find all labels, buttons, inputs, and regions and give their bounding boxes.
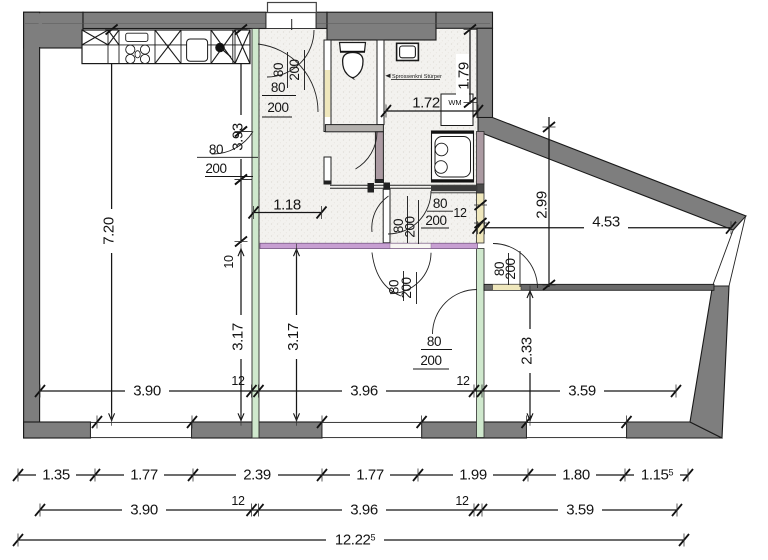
svg-text:12: 12 [453, 206, 467, 220]
svg-text:2.33: 2.33 [519, 337, 536, 365]
svg-text:200: 200 [503, 258, 518, 279]
svg-text:Sprossenkni Stürper: Sprossenkni Stürper [392, 74, 442, 80]
svg-text:200: 200 [267, 100, 288, 115]
svg-text:2.99: 2.99 [534, 191, 551, 219]
svg-text:200: 200 [403, 216, 418, 237]
svg-text:200: 200 [425, 213, 446, 228]
svg-text:4.53: 4.53 [592, 214, 620, 231]
svg-text:80: 80 [391, 219, 406, 233]
svg-text:1.18: 1.18 [273, 197, 301, 214]
svg-text:3.96: 3.96 [350, 383, 378, 400]
svg-text:12: 12 [456, 374, 470, 388]
svg-text:12: 12 [455, 494, 469, 508]
svg-text:200: 200 [399, 277, 414, 298]
svg-text:10: 10 [222, 255, 236, 269]
svg-text:1.77: 1.77 [356, 467, 384, 484]
svg-text:3.59: 3.59 [566, 502, 594, 519]
svg-text:12: 12 [231, 494, 245, 508]
svg-text:12.225: 12.225 [335, 532, 376, 549]
svg-text:3.90: 3.90 [130, 502, 158, 519]
svg-text:1.99: 1.99 [459, 467, 487, 484]
svg-text:1.77: 1.77 [130, 467, 158, 484]
svg-text:12: 12 [231, 374, 245, 388]
svg-text:1.79: 1.79 [456, 62, 473, 90]
svg-text:3.96: 3.96 [350, 502, 378, 519]
svg-text:3.17: 3.17 [285, 323, 302, 351]
svg-text:1.80: 1.80 [562, 467, 590, 484]
svg-text:80: 80 [433, 196, 447, 211]
svg-text:80: 80 [271, 80, 285, 95]
svg-text:80: 80 [209, 142, 223, 157]
svg-text:WM: WM [448, 98, 461, 107]
svg-text:80: 80 [387, 280, 402, 294]
svg-text:3.59: 3.59 [568, 383, 596, 400]
svg-text:2.39: 2.39 [243, 467, 271, 484]
svg-text:1.35: 1.35 [42, 467, 70, 484]
svg-text:200: 200 [287, 59, 302, 80]
svg-text:80: 80 [271, 63, 286, 77]
svg-text:80: 80 [492, 262, 507, 276]
svg-text:1.155: 1.155 [641, 467, 674, 484]
svg-text:3.90: 3.90 [133, 383, 161, 400]
svg-text:200: 200 [205, 161, 226, 176]
svg-text:3.17: 3.17 [230, 323, 247, 351]
svg-text:7.20: 7.20 [100, 217, 117, 245]
svg-text:80: 80 [427, 334, 441, 349]
svg-text:1.72: 1.72 [412, 95, 440, 112]
svg-text:200: 200 [420, 353, 441, 368]
